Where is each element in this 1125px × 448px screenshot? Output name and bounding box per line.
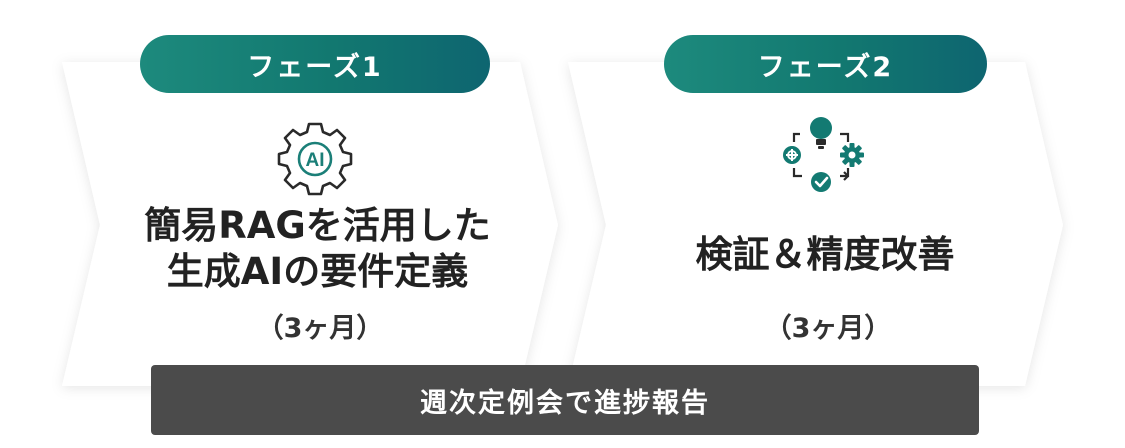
- idea-cycle-icon: [783, 117, 864, 192]
- weekly-report-bar: 週次定例会で進捗報告: [151, 365, 979, 435]
- phase1-title-line1: 簡易RAGを活用した: [144, 204, 491, 247]
- phase1-label: フェーズ1: [140, 35, 490, 93]
- svg-text:AI: AI: [306, 150, 325, 171]
- phase1-title-line2: 生成AIの要件定義: [166, 250, 469, 293]
- ai-gear-icon: AI: [277, 122, 353, 196]
- phase1-arrow-shape: [62, 62, 558, 386]
- phase2-title: 検証＆精度改善: [695, 233, 955, 276]
- phase1-duration: （3ヶ月）: [256, 313, 384, 344]
- phase2-duration: （3ヶ月）: [764, 313, 892, 344]
- phase1-title: 簡易RAGを活用した 生成AIの要件定義: [95, 203, 540, 295]
- phase2-label: フェーズ2: [664, 35, 987, 93]
- phase2-arrow-shape: [568, 62, 1063, 386]
